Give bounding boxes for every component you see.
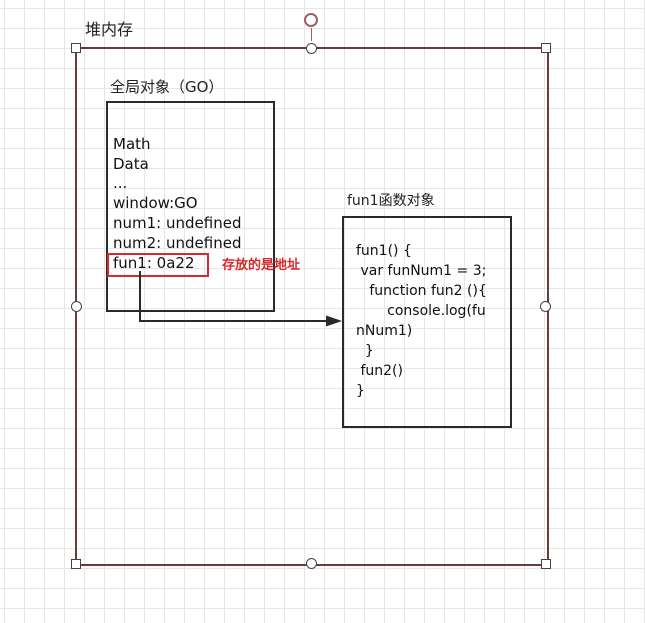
code-line: } — [356, 383, 365, 399]
code-line: var funNum1 = 3; — [356, 263, 487, 279]
resize-handle-left[interactable] — [71, 301, 82, 312]
heap-title: 堆内存 — [85, 20, 134, 39]
resize-handle-bottom-right[interactable] — [541, 559, 551, 569]
fun1-highlight-box[interactable] — [107, 253, 209, 277]
function-object-box[interactable] — [342, 216, 512, 428]
resize-handle-bottom-left[interactable] — [71, 559, 81, 569]
go-line-num1: num1: undefined — [113, 214, 242, 232]
resize-handle-top-right[interactable] — [541, 43, 551, 53]
code-line: fun2() — [356, 363, 403, 379]
go-line-data: Data — [113, 155, 149, 173]
reference-arrow-line — [139, 271, 326, 322]
code-line: fun1() { — [356, 243, 412, 259]
function-object-title: fun1函数对象 — [347, 193, 435, 209]
global-object-title: 全局对象（GO） — [110, 78, 224, 96]
go-line-math: Math — [113, 135, 151, 153]
reference-arrowhead — [326, 315, 342, 327]
resize-handle-top-left[interactable] — [71, 43, 81, 53]
code-line: function fun2 (){ — [356, 283, 487, 299]
go-line-fun1: fun1: 0a22 — [113, 254, 195, 272]
code-line: nNum1) — [356, 323, 413, 339]
resize-handle-bottom[interactable] — [306, 558, 317, 569]
rotate-handle[interactable] — [304, 13, 318, 27]
address-note: 存放的是地址 — [222, 258, 301, 273]
go-line-num2: num2: undefined — [113, 234, 242, 252]
code-line: console.log(fu — [356, 303, 486, 319]
go-line-window: window:GO — [113, 194, 198, 212]
resize-handle-right[interactable] — [540, 301, 551, 312]
code-line: } — [356, 343, 374, 359]
rotate-handle-stem — [311, 28, 312, 41]
resize-handle-top[interactable] — [306, 43, 317, 54]
global-object-box[interactable] — [106, 101, 275, 312]
go-line-ellipsis: ... — [113, 174, 128, 192]
